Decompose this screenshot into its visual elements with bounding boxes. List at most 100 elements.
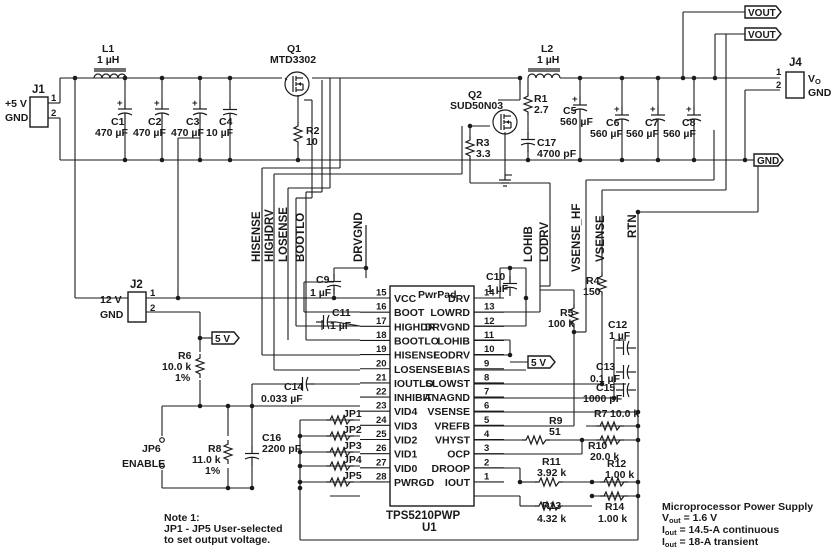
c7-ref: C7 bbox=[645, 117, 659, 129]
c2-ref: C2 bbox=[148, 116, 162, 128]
resistor-r6: R6 10.0 k 1% bbox=[162, 350, 205, 384]
ic-pin-number: 14 bbox=[484, 288, 495, 299]
j4-pin2: 2 bbox=[776, 80, 781, 91]
c6-value: 560 µF bbox=[590, 128, 623, 140]
jumper-jp6: JP6 ENABLE bbox=[122, 437, 165, 470]
r11-ref: R11 bbox=[542, 456, 561, 468]
spec-iout1-val: = 14.5-A continuous bbox=[677, 524, 780, 536]
net-flag-5v-left: 5 V bbox=[211, 331, 240, 345]
ic-pin-number: 18 bbox=[376, 330, 387, 341]
r10-value: 20.0 k bbox=[590, 451, 619, 463]
ic-pin-name: DRV bbox=[448, 293, 470, 305]
cap-c15: C15 1000 pF bbox=[583, 382, 637, 405]
resistor-r13: R13 4.32 k bbox=[534, 500, 566, 525]
jumper-group: JP1 JP2 JP3 JP4 JP5 bbox=[325, 408, 362, 487]
q1-ref: Q1 bbox=[287, 43, 301, 55]
j2-pin2: 2 bbox=[150, 303, 155, 314]
j1-pin1: 1 bbox=[51, 93, 57, 104]
ic-pin-name: DROOP bbox=[431, 463, 470, 475]
spec-vout: Vout = 1.6 V bbox=[662, 512, 717, 525]
note-line-3: to set output voltage. bbox=[164, 534, 270, 546]
r13-value: 4.32 k bbox=[537, 513, 566, 525]
c15-ref: C15 bbox=[596, 382, 615, 394]
r9-ref: R9 bbox=[549, 415, 563, 427]
r6-value: 10.0 k bbox=[162, 361, 191, 373]
c8-value: 560 µF bbox=[663, 128, 696, 140]
c5-value: 560 µF bbox=[560, 116, 593, 128]
net-hisense: HISENSE bbox=[251, 211, 263, 262]
j2-label-gnd: GND bbox=[100, 309, 124, 321]
c5-ref: C5 bbox=[563, 105, 577, 117]
net-flag-vout-2: VOUT bbox=[744, 27, 782, 41]
r12-ref: R12 bbox=[607, 458, 626, 470]
ic-pin-number: 23 bbox=[376, 401, 387, 412]
mosfet-q1: Q1 MTD3302 bbox=[270, 43, 316, 97]
r1-value: 2.7 bbox=[534, 104, 549, 116]
resistor-r4: R4 150 bbox=[583, 271, 607, 298]
note-block: Note 1: JP1 - JP5 User-selected to set o… bbox=[164, 512, 282, 546]
j4-pin1: 1 bbox=[776, 67, 782, 78]
r8-ref: R8 bbox=[208, 443, 222, 455]
cap-c4: C4 10 µF bbox=[206, 101, 238, 139]
resistor-r7: R7 10.0 k bbox=[594, 408, 639, 431]
r2-value: 10 bbox=[306, 136, 318, 148]
resistor-r5: R5 100 k bbox=[548, 303, 579, 330]
q2-part: SUD50N03 bbox=[450, 100, 503, 112]
resistor-r1: R1 2.7 bbox=[523, 91, 549, 117]
l1-value: 1 µH bbox=[97, 54, 119, 66]
j1-pin2: 2 bbox=[51, 108, 56, 119]
net-bootlo: BOOTLO bbox=[295, 213, 307, 262]
ic-pin-name: ANAGND bbox=[424, 392, 470, 404]
net-lohib: LOHIB bbox=[523, 226, 535, 262]
net-highdrv: HIGHDRV bbox=[264, 209, 276, 262]
c16-value: 2200 pF bbox=[262, 443, 302, 455]
r14-ref: R14 bbox=[605, 501, 624, 513]
cap-c11: C11 1 µF bbox=[315, 307, 352, 332]
ic-pin-name: LOSENSE bbox=[394, 364, 444, 376]
c8-ref: C8 bbox=[682, 117, 696, 129]
c16-ref: C16 bbox=[262, 432, 281, 444]
cap-c7: C7 560 µF bbox=[626, 103, 666, 140]
spec-iout1-sub: out bbox=[665, 528, 677, 537]
ic-pin-name: DRVGND bbox=[425, 321, 471, 333]
l2-ref: L2 bbox=[541, 43, 553, 55]
ic-pin-name: VID4 bbox=[394, 406, 418, 418]
net-vsense-hf: VSENSE_HF bbox=[571, 204, 583, 272]
net-flag-gnd: GND bbox=[753, 153, 784, 167]
j4-label-vo: VO bbox=[808, 73, 821, 86]
r2-ref: R2 bbox=[306, 125, 320, 137]
ic-pin-name: IOUTLO bbox=[394, 378, 434, 390]
c14-value: 0.033 µF bbox=[261, 393, 303, 405]
spec-block: Microprocessor Power Supply Vout = 1.6 V… bbox=[662, 501, 813, 549]
ground-symbol bbox=[499, 175, 511, 187]
five-v-flag-text-right: 5 V bbox=[531, 358, 546, 369]
resistor-r14: R14 1.00 k bbox=[598, 491, 629, 525]
cap-c13: C13 0.1 µF bbox=[590, 361, 637, 385]
ic-pin-name: VREFB bbox=[434, 420, 470, 432]
cap-c5: C5 560 µF bbox=[560, 93, 593, 128]
ic-pin-name: VSENSE bbox=[427, 406, 470, 418]
c3-value: 470 µF bbox=[171, 127, 204, 139]
c10-ref: C10 bbox=[486, 271, 505, 283]
cap-c1: C1 470 µF bbox=[95, 97, 133, 139]
spec-iout2-sub: out bbox=[665, 540, 677, 549]
ic-pin-name: LODRV bbox=[433, 350, 470, 362]
ic-pin-name: SLOWST bbox=[425, 378, 470, 390]
j2-pin1: 1 bbox=[150, 288, 156, 299]
r3-ref: R3 bbox=[476, 137, 490, 149]
ic-pin-number: 8 bbox=[484, 372, 489, 383]
j2-ref: J2 bbox=[130, 279, 143, 291]
cap-c6: C6 560 µF bbox=[590, 103, 630, 140]
resistor-r3: R3 3.3 bbox=[465, 135, 491, 161]
j4-ref: J4 bbox=[789, 57, 802, 69]
ic-pin-number: 22 bbox=[376, 387, 387, 398]
ic-pin-number: 12 bbox=[484, 316, 495, 327]
jp2-ref: JP2 bbox=[343, 424, 362, 436]
ic-pin-number: 11 bbox=[484, 330, 495, 341]
c17-ref: C17 bbox=[537, 137, 556, 149]
ic-pin-number: 26 bbox=[376, 443, 387, 454]
jp6-label: ENABLE bbox=[122, 458, 165, 470]
jp6-ref: JP6 bbox=[142, 443, 161, 455]
cap-c3: C3 470 µF bbox=[171, 97, 208, 139]
spec-title: Microprocessor Power Supply bbox=[662, 501, 813, 513]
